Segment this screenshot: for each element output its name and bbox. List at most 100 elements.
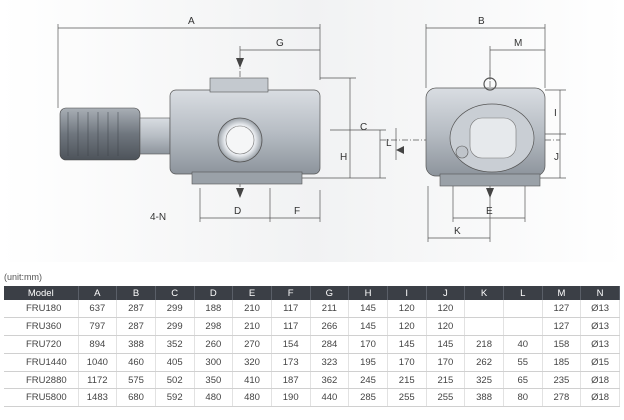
table-cell: 637 [78,300,118,319]
table-header-cell: E [232,286,272,300]
dim-label-E: E [486,206,493,217]
table-cell: 323 [310,353,350,372]
table-cell: 592 [155,388,195,408]
table-cell: 80 [503,388,543,408]
table-cell: 287 [116,300,156,319]
table-cell: 266 [310,317,350,337]
table-cell: 298 [194,317,234,337]
table-cell [503,317,543,337]
table-cell: 299 [155,300,195,319]
table-cell: 262 [464,353,504,372]
table-cell: FRU2880 [4,371,79,390]
table-cell: Ø13 [580,335,620,354]
table-cell: 120 [426,317,466,337]
table-cell: 1040 [78,353,118,372]
table-cell: 170 [426,353,466,372]
table-cell: 127 [542,300,582,319]
motor-body [59,107,141,161]
table-header-cell: H [348,286,388,300]
table-cell: 1483 [78,388,118,408]
table-cell: 120 [387,300,427,319]
table-header-cell: L [503,286,543,300]
table-cell: 320 [232,353,272,372]
table-header-cell: A [78,286,118,300]
table-cell: 255 [387,388,427,408]
table-cell: Ø18 [580,371,620,390]
table-cell: 235 [542,371,582,390]
dim-label-L: L [386,138,392,149]
dim-label-H: H [340,152,347,163]
table-header-cell: J [426,286,466,300]
table-cell: 1172 [78,371,118,390]
table-header-cell: G [310,286,350,300]
table-cell: 195 [348,353,388,372]
table-cell: 440 [310,388,350,408]
table-cell: 270 [232,335,272,354]
table-cell: 350 [194,371,234,390]
table-cell: 145 [348,317,388,337]
pump-side-view [59,77,321,185]
table-cell: 210 [232,300,272,319]
table-header-cell: Model [4,286,79,300]
dim-label-4N: 4-N [150,212,166,223]
table-cell: 170 [348,335,388,354]
table-cell: 190 [271,388,311,408]
table-cell: Ø18 [580,388,620,408]
inlet-arrow-icon [236,58,244,68]
table-cell: 797 [78,317,118,337]
table-cell: 120 [426,300,466,319]
dim-label-J: J [554,152,559,163]
table-cell: 388 [116,335,156,354]
table-cell [503,300,543,319]
table-header-cell: K [464,286,504,300]
table-cell: 173 [271,353,311,372]
table-cell: 210 [232,317,272,337]
table-cell: 55 [503,353,543,372]
dim-label-A: A [188,16,195,27]
table-cell: 480 [232,388,272,408]
table-cell: 284 [310,335,350,354]
table-cell: 299 [155,317,195,337]
table-cell: 154 [271,335,311,354]
motor-coupling [139,117,171,155]
table-cell: Ø13 [580,317,620,337]
table-cell: 187 [271,371,311,390]
table-cell: 245 [348,371,388,390]
table-cell: 480 [194,388,234,408]
table-cell: 65 [503,371,543,390]
table-cell: 218 [464,335,504,354]
dim-label-G: G [276,38,284,49]
table-cell: 575 [116,371,156,390]
lifting-eye [483,77,497,91]
table-cell: FRU1440 [4,353,79,372]
end-base [439,173,541,187]
table-cell: 145 [387,335,427,354]
table-cell: 215 [426,371,466,390]
dim-label-I: I [554,108,557,119]
table-header-cell: M [542,286,582,300]
dimension-lines [57,24,566,242]
table-header-cell: N [580,286,620,300]
table-cell: 502 [155,371,195,390]
flow-arrows [236,58,494,198]
table-cell: Ø13 [580,300,620,319]
table-cell: FRU180 [4,300,79,319]
table-cell: 362 [310,371,350,390]
side-outlet-arrow-icon [396,146,404,154]
table-cell: 278 [542,388,582,408]
table-cell: 185 [542,353,582,372]
dim-label-D: D [234,206,241,217]
table-cell: Ø15 [580,353,620,372]
table-cell [464,317,504,337]
table-cell: 410 [232,371,272,390]
pump-end-view [425,77,546,187]
